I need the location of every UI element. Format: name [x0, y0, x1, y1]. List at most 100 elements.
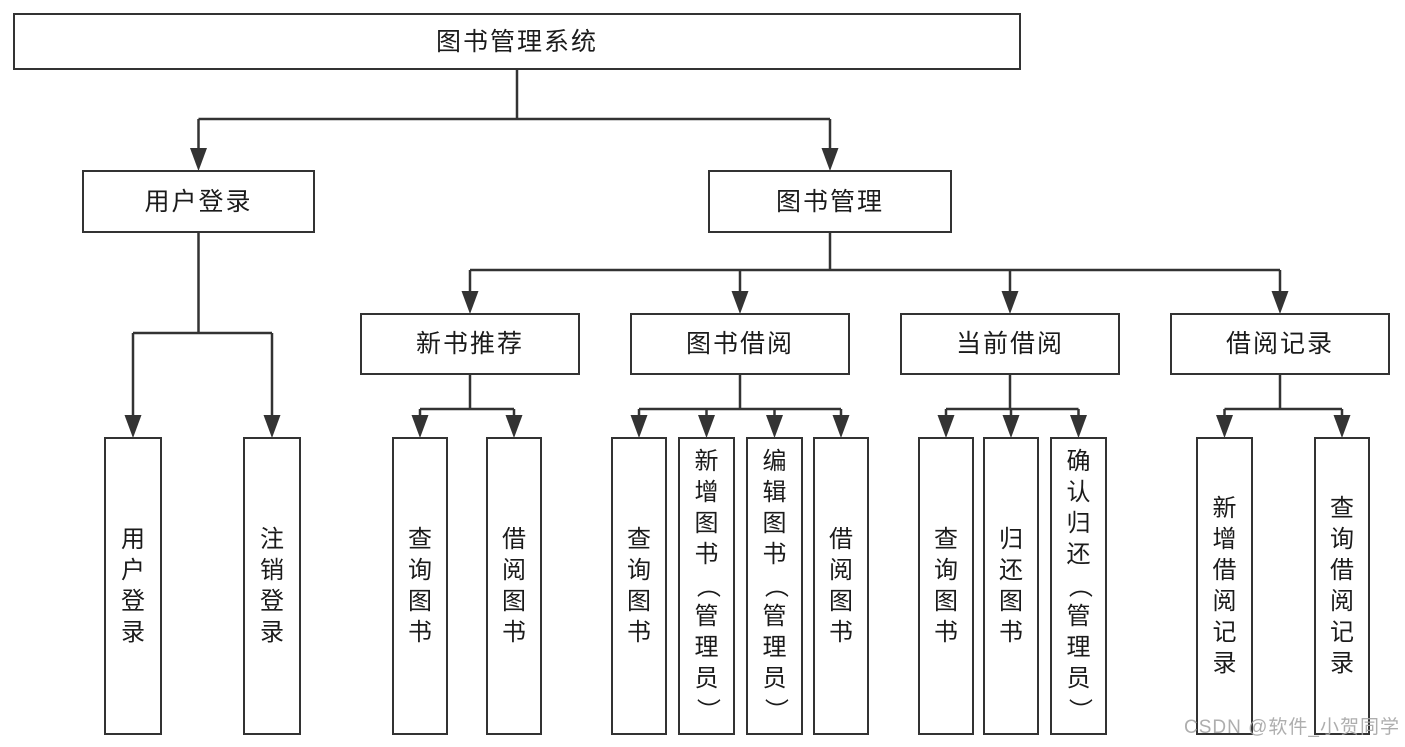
- node-new-book-rec: 新书推荐: [360, 313, 580, 375]
- arrowhead: [1070, 415, 1087, 438]
- node-user-login: 用户登录: [82, 170, 315, 233]
- vertical-char: 还: [1066, 541, 1091, 568]
- vertical-char: 图: [762, 510, 787, 537]
- vertical-char: 询: [627, 556, 651, 584]
- vertical-char: 查: [1330, 494, 1354, 522]
- vertical-char: 图: [999, 587, 1023, 615]
- vertical-char: 借: [502, 525, 526, 553]
- node-label-logout: 注销登录: [260, 524, 284, 648]
- node-br-query: 查询借阅记录: [1314, 437, 1370, 735]
- vertical-char: 注: [260, 525, 284, 553]
- arrowhead: [190, 148, 207, 171]
- arrowhead: [461, 291, 479, 314]
- arrowhead: [731, 291, 749, 314]
- vertical-char: 还: [999, 556, 1023, 584]
- arrowhead: [1271, 291, 1289, 314]
- node-book-mgmt: 图书管理: [708, 170, 952, 233]
- node-label-bb-edit: 编辑图书（管理员）: [761, 447, 789, 726]
- node-nbr-query: 查询图书: [392, 437, 448, 735]
- node-bb-borrow: 借阅图书: [813, 437, 869, 735]
- vertical-char: 询: [934, 556, 958, 584]
- vertical-char: 员: [694, 665, 719, 692]
- node-label-bb-borrow: 借阅图书: [829, 524, 853, 648]
- vertical-char: 员: [1066, 665, 1091, 692]
- node-bb-edit: 编辑图书（管理员）: [746, 437, 803, 735]
- arrowhead: [263, 415, 281, 438]
- vertical-char: 新: [1212, 494, 1237, 522]
- vertical-char: 图: [934, 587, 958, 615]
- arrowhead: [766, 415, 783, 438]
- vertical-char: 理: [762, 634, 787, 661]
- vertical-char: 编: [762, 448, 787, 475]
- vertical-char: 管: [1066, 603, 1091, 630]
- vertical-char: 图: [627, 587, 651, 615]
- arrowhead: [124, 415, 142, 438]
- node-logout: 注销登录: [243, 437, 301, 735]
- arrowhead: [698, 415, 715, 438]
- arrowhead: [630, 415, 648, 438]
- node-label-cb-query: 查询图书: [934, 524, 958, 648]
- vertical-char: 员: [762, 665, 787, 692]
- vertical-char: 借: [829, 525, 853, 553]
- node-label-login: 用户登录: [121, 524, 145, 648]
- vertical-char: 图: [408, 587, 432, 615]
- node-label-nbr-borrow: 借阅图书: [502, 524, 526, 648]
- node-root: 图书管理系统: [13, 13, 1021, 70]
- vertical-char: （: [693, 574, 721, 598]
- node-label-book-mgmt: 图书管理: [775, 187, 884, 216]
- node-cb-query: 查询图书: [918, 437, 974, 735]
- node-label-user-login: 用户登录: [144, 187, 253, 216]
- vertical-char: 借: [1330, 556, 1354, 584]
- node-borrow-records: 借阅记录: [1170, 313, 1390, 375]
- node-nbr-borrow: 借阅图书: [486, 437, 542, 735]
- vertical-char: 登: [260, 587, 284, 615]
- node-label-br-query: 查询借阅记录: [1330, 493, 1354, 679]
- vertical-char: 辑: [762, 479, 787, 506]
- arrowhead: [1002, 415, 1020, 438]
- arrowhead: [505, 415, 523, 438]
- node-bb-add: 新增图书（管理员）: [678, 437, 735, 735]
- node-bb-query: 查询图书: [611, 437, 667, 735]
- vertical-char: 书: [934, 618, 958, 646]
- connector-path: [131, 70, 1344, 417]
- vertical-char: 确: [1066, 448, 1091, 475]
- node-label-current-borrow: 当前借阅: [955, 330, 1064, 358]
- vertical-char: 录: [121, 618, 145, 646]
- vertical-char: 书: [829, 618, 853, 646]
- vertical-char: 记: [1212, 618, 1237, 646]
- node-login: 用户登录: [104, 437, 162, 735]
- node-label-root: 图书管理系统: [435, 27, 598, 56]
- vertical-char: 管: [762, 603, 787, 630]
- vertical-char: 归: [999, 525, 1023, 553]
- node-label-nbr-query: 查询图书: [408, 524, 432, 648]
- vertical-char: 用: [121, 525, 145, 553]
- arrowhead: [937, 415, 955, 438]
- vertical-char: （: [761, 574, 789, 598]
- node-cb-return: 归还图书: [983, 437, 1039, 735]
- vertical-char: 阅: [1212, 587, 1237, 615]
- arrowhead: [821, 148, 839, 171]
- arrowhead: [1333, 415, 1351, 438]
- vertical-char: 新: [694, 448, 719, 475]
- vertical-char: （: [1065, 574, 1093, 598]
- vertical-char: ）: [761, 698, 789, 722]
- node-current-borrow: 当前借阅: [900, 313, 1120, 375]
- node-label-bb-add: 新增图书（管理员）: [693, 447, 721, 726]
- vertical-char: 图: [502, 587, 526, 615]
- vertical-char: 借: [1212, 556, 1237, 584]
- vertical-char: 书: [502, 618, 526, 646]
- arrowhead: [1001, 291, 1019, 314]
- vertical-char: 记: [1330, 618, 1354, 646]
- vertical-char: 阅: [502, 556, 526, 584]
- node-label-cb-confirm: 确认归还（管理员）: [1065, 447, 1093, 726]
- vertical-char: 认: [1066, 479, 1091, 506]
- vertical-char: 书: [999, 618, 1023, 646]
- vertical-char: 书: [408, 618, 432, 646]
- vertical-char: 图: [829, 587, 853, 615]
- node-book-borrow: 图书借阅: [630, 313, 850, 375]
- node-label-bb-query: 查询图书: [627, 524, 651, 648]
- vertical-char: 书: [627, 618, 651, 646]
- node-br-add: 新增借阅记录: [1196, 437, 1253, 735]
